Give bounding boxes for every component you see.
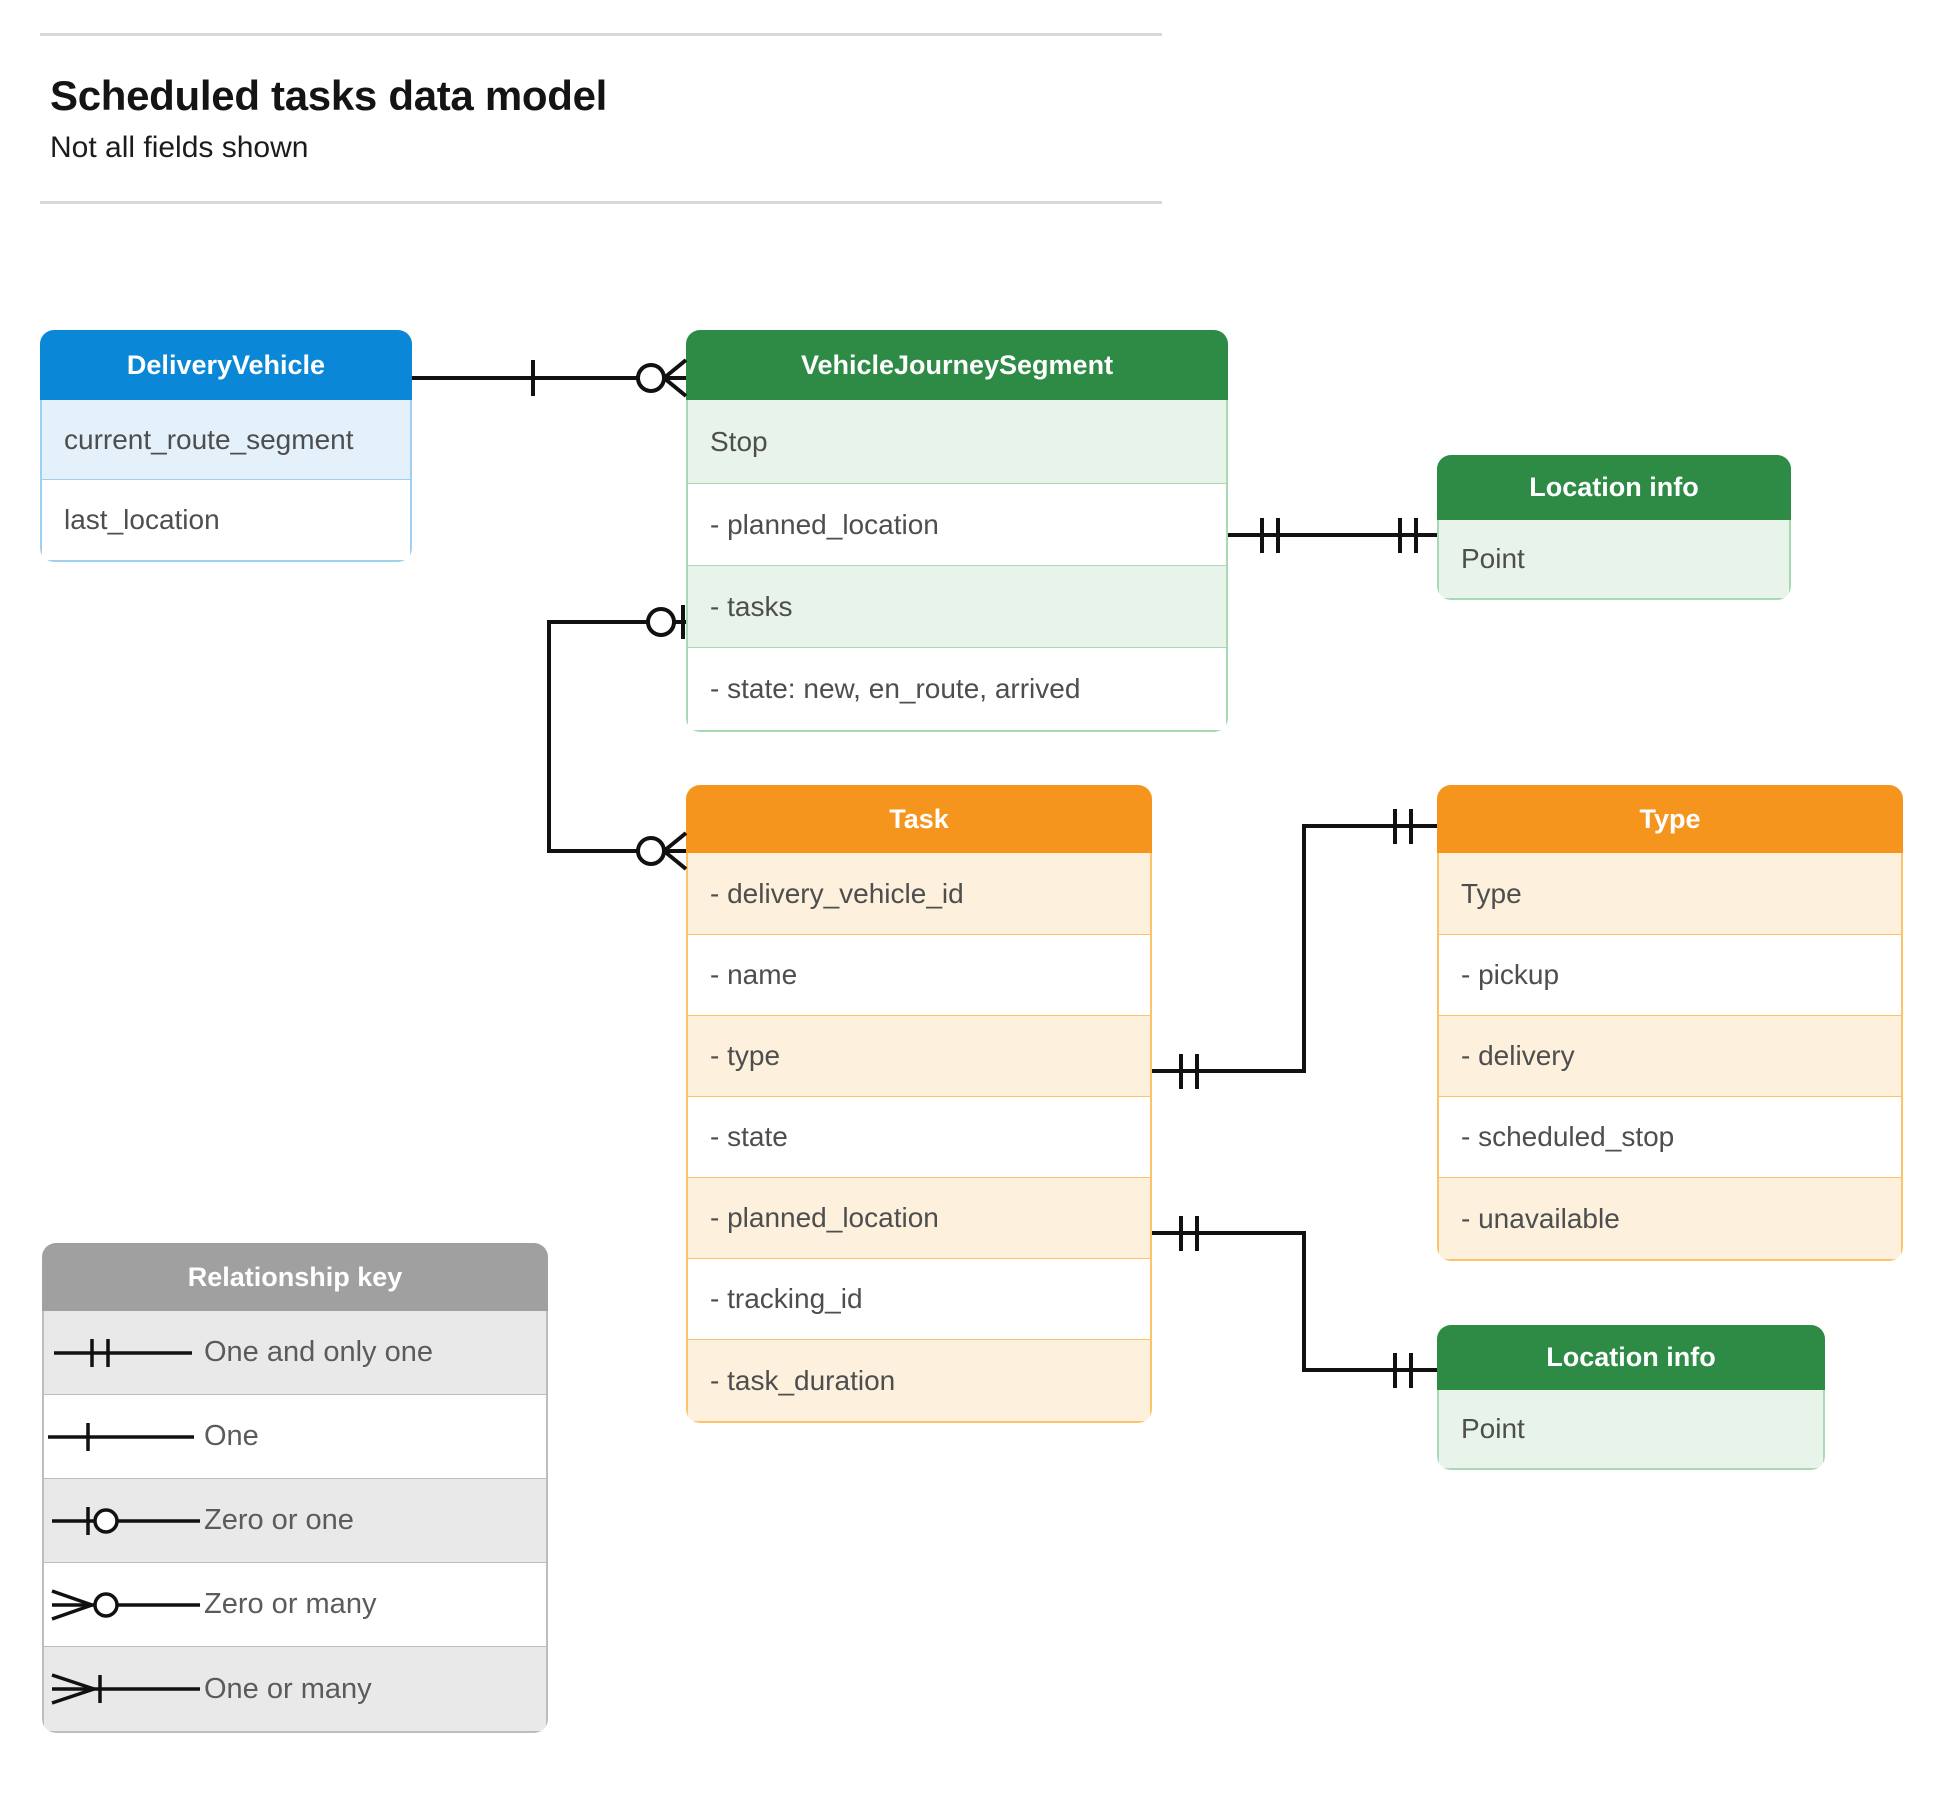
field-row[interactable]: Type <box>1439 853 1901 935</box>
field-row[interactable]: - name <box>688 935 1150 1016</box>
field-row[interactable]: - task_duration <box>688 1340 1150 1421</box>
field-row[interactable]: - planned_location <box>688 1178 1150 1259</box>
page-title: Scheduled tasks data model <box>50 72 608 119</box>
field-row[interactable]: current_route_segment <box>42 400 410 480</box>
field-row[interactable]: Stop <box>688 400 1226 484</box>
one-icon <box>44 1413 204 1461</box>
connector-vjs-tasks-to-task <box>547 605 688 871</box>
entity-delivery-vehicle-title: DeliveryVehicle <box>40 330 412 400</box>
legend-item-label: Zero or one <box>204 1504 354 1536</box>
connector-deliveryvehicle-to-vjs <box>412 358 688 398</box>
entity-location-info-bottom[interactable]: Location info Point <box>1437 1325 1825 1470</box>
entity-location-info-top-body: Point <box>1437 520 1791 600</box>
field-row[interactable]: Point <box>1439 1390 1823 1468</box>
legend-item-label: One and only one <box>204 1336 433 1368</box>
one-and-only-one-icon <box>44 1329 204 1377</box>
entity-location-info-bottom-title: Location info <box>1437 1325 1825 1390</box>
field-row[interactable]: - unavailable <box>1439 1178 1901 1259</box>
legend-item-label: Zero or many <box>204 1588 377 1620</box>
field-row[interactable]: - pickup <box>1439 935 1901 1016</box>
entity-vehicle-journey-segment-title: VehicleJourneySegment <box>686 330 1228 400</box>
entity-vehicle-journey-segment-body: Stop - planned_location - tasks - state:… <box>686 400 1228 732</box>
connector-task-type-to-type <box>1152 809 1437 1089</box>
legend-body: One and only one One <box>42 1311 548 1733</box>
legend-item[interactable]: One or many <box>44 1647 546 1731</box>
entity-task-body: - delivery_vehicle_id - name - type - st… <box>686 853 1152 1423</box>
field-row[interactable]: - type <box>688 1016 1150 1097</box>
field-row[interactable]: Point <box>1439 520 1789 598</box>
legend-item[interactable]: Zero or one <box>44 1479 546 1563</box>
field-row[interactable]: - planned_location <box>688 484 1226 566</box>
entity-task[interactable]: Task - delivery_vehicle_id - name - type… <box>686 785 1152 1423</box>
entity-vehicle-journey-segment[interactable]: VehicleJourneySegment Stop - planned_loc… <box>686 330 1228 732</box>
field-row[interactable]: last_location <box>42 480 410 560</box>
legend-item[interactable]: One and only one <box>44 1311 546 1395</box>
zero-or-many-icon <box>44 1581 204 1629</box>
field-row[interactable]: - delivery <box>1439 1016 1901 1097</box>
header-bottom-divider <box>40 201 1162 204</box>
legend-item-label: One <box>204 1420 259 1452</box>
one-or-many-icon <box>44 1665 204 1713</box>
legend-item[interactable]: Zero or many <box>44 1563 546 1647</box>
zero-or-one-icon <box>44 1497 204 1545</box>
legend-item-label: One or many <box>204 1672 372 1705</box>
field-row[interactable]: - tasks <box>688 566 1226 648</box>
field-row[interactable]: - scheduled_stop <box>1439 1097 1901 1178</box>
field-row[interactable]: - state: new, en_route, arrived <box>688 648 1226 730</box>
header-top-divider <box>40 33 1162 36</box>
field-row[interactable]: - delivery_vehicle_id <box>688 853 1150 935</box>
legend-title: Relationship key <box>42 1243 548 1311</box>
legend-item[interactable]: One <box>44 1395 546 1479</box>
entity-location-info-bottom-body: Point <box>1437 1390 1825 1470</box>
entity-type[interactable]: Type Type - pickup - delivery - schedule… <box>1437 785 1903 1261</box>
entity-task-title: Task <box>686 785 1152 853</box>
entity-location-info-top-title: Location info <box>1437 455 1791 520</box>
entity-location-info-top[interactable]: Location info Point <box>1437 455 1791 600</box>
page-subtitle: Not all fields shown <box>50 131 309 164</box>
legend-relationship-key[interactable]: Relationship key One and only one <box>42 1243 548 1733</box>
connector-task-planned-location-to-location-info <box>1152 1216 1437 1388</box>
entity-delivery-vehicle-body: current_route_segment last_location <box>40 400 412 562</box>
field-row[interactable]: - tracking_id <box>688 1259 1150 1340</box>
entity-type-title: Type <box>1437 785 1903 853</box>
entity-delivery-vehicle[interactable]: DeliveryVehicle current_route_segment la… <box>40 330 412 562</box>
field-row[interactable]: - state <box>688 1097 1150 1178</box>
connector-vjs-planned-location-to-location-info <box>1228 518 1437 553</box>
entity-type-body: Type - pickup - delivery - scheduled_sto… <box>1437 853 1903 1261</box>
